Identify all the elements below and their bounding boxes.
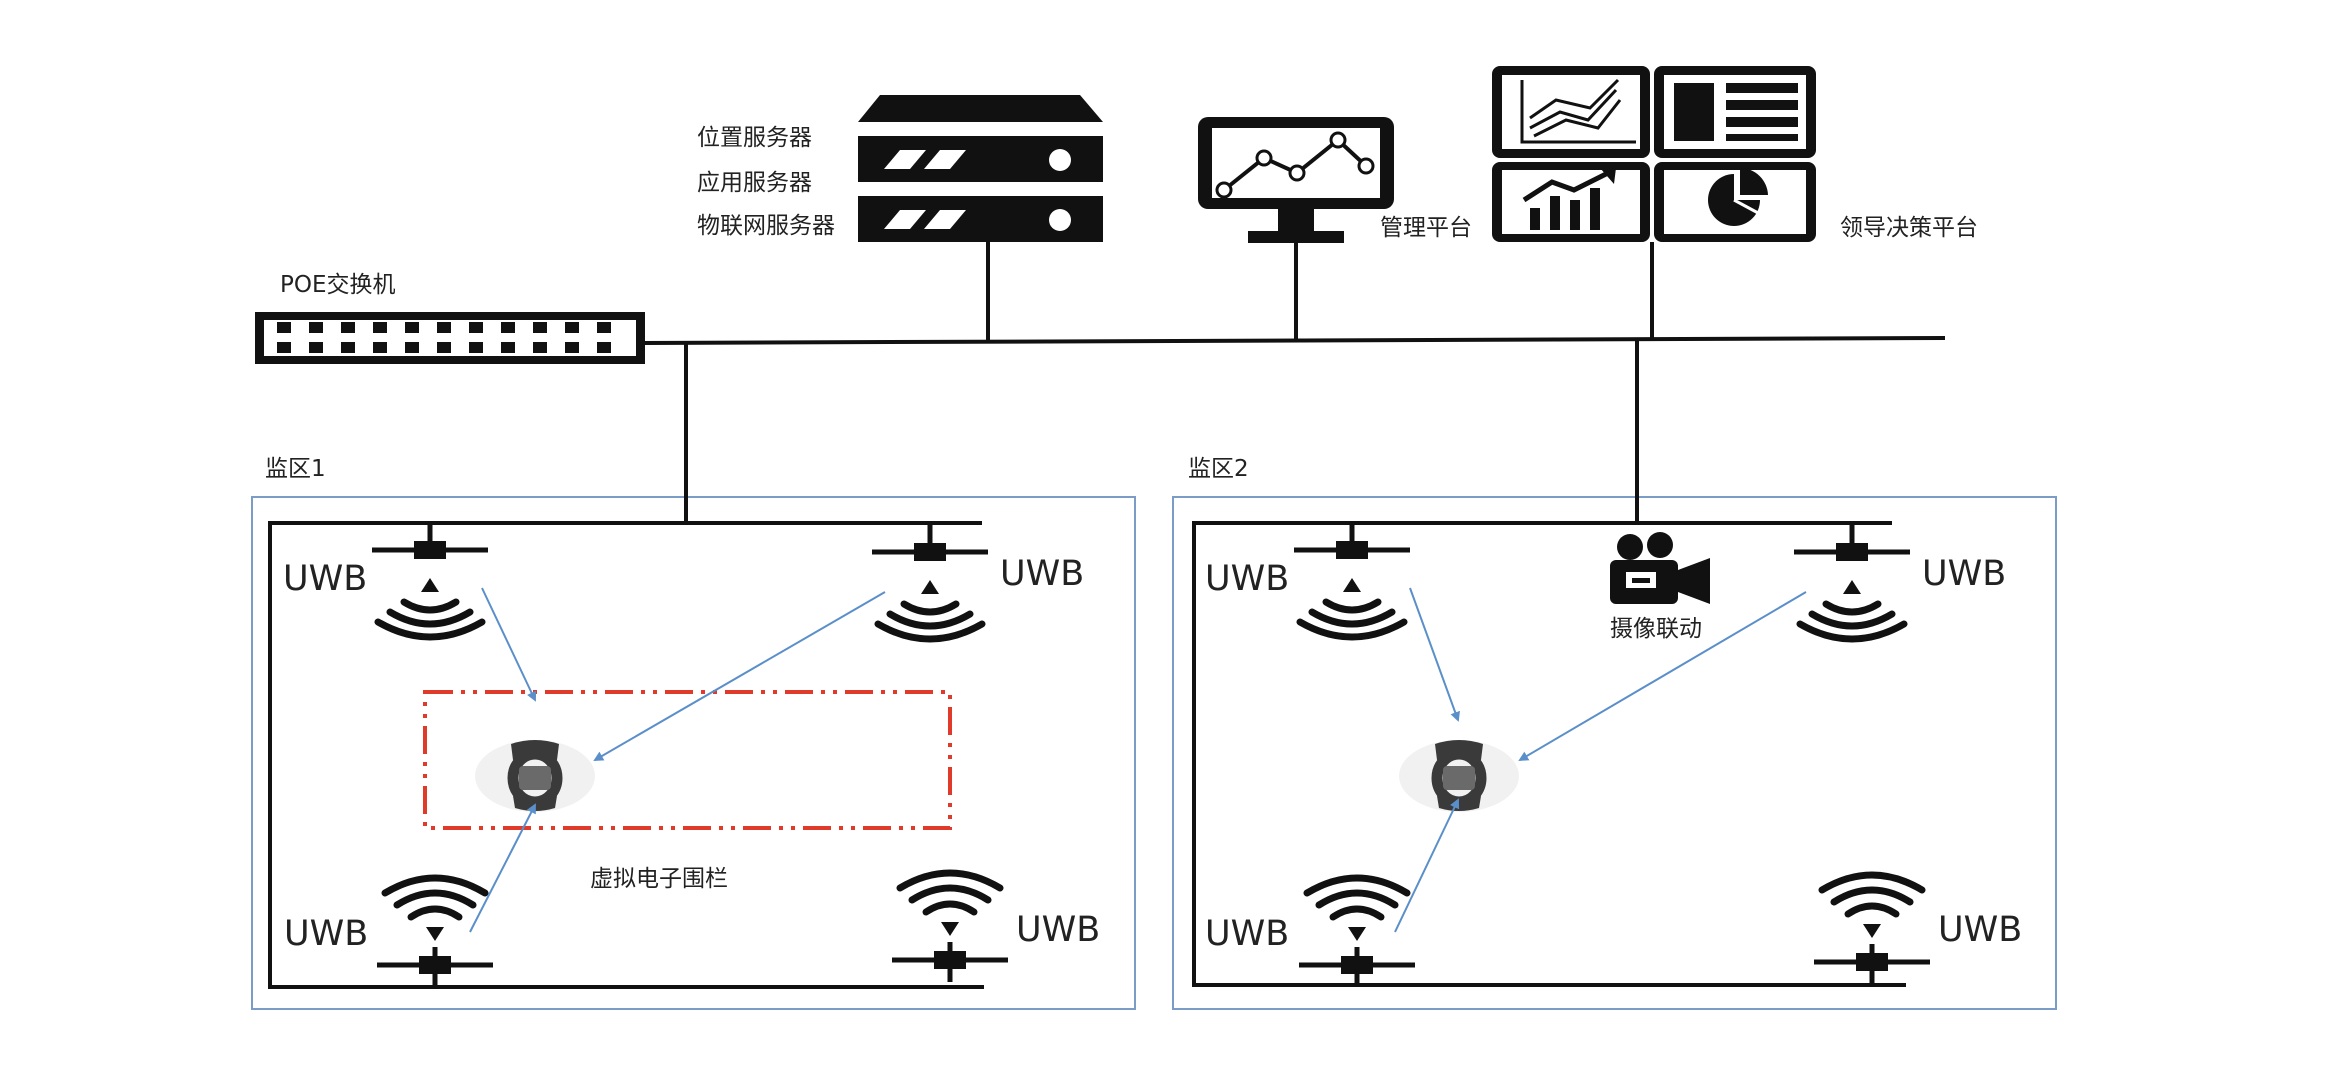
virtual-fence-label: 虚拟电子围栏 — [590, 866, 728, 892]
leadership-platform-label: 领导决策平台 — [1840, 215, 1978, 241]
zone2-boundary — [1172, 496, 2057, 1010]
signal-arrow — [481, 587, 537, 702]
backbone-line — [644, 336, 1946, 345]
zone1-label: 监区1 — [265, 456, 326, 482]
network-switch-icon — [255, 312, 645, 364]
server-label-iot: 物联网服务器 — [697, 213, 835, 239]
zone1-anchor-label-bl: UWB — [284, 914, 368, 954]
wristband-tag-icon — [475, 740, 595, 812]
virtual-fence — [423, 690, 952, 830]
signal-arrow — [593, 591, 886, 762]
server-label-location: 位置服务器 — [697, 125, 812, 151]
zone1-boundary — [251, 496, 1136, 1010]
zone2-label: 监区2 — [1188, 456, 1249, 482]
monitor-chart-icon — [1198, 117, 1394, 243]
uwb-anchor-icon — [892, 873, 1008, 982]
camera-link-label: 摄像联动 — [1610, 616, 1702, 642]
switch-label: POE交换机 — [280, 272, 396, 298]
dashboard-icon — [1492, 66, 1816, 242]
server-label-application: 应用服务器 — [697, 170, 812, 196]
signal-arrow — [469, 803, 536, 933]
uwb-anchor-icon — [1814, 875, 1930, 984]
zone1-anchor-label-br: UWB — [1016, 910, 1100, 950]
uwb-anchor-icon — [1299, 878, 1415, 987]
management-platform-label: 管理平台 — [1380, 215, 1472, 241]
zone2-anchor-label-tl: UWB — [1205, 559, 1289, 599]
zone1-anchor-label-tl: UWB — [283, 559, 367, 599]
video-camera-icon — [1610, 532, 1710, 604]
zone2-anchor-label-tr: UWB — [1922, 554, 2006, 594]
uwb-anchor-icon — [1794, 532, 1910, 639]
uwb-anchor-icon — [377, 878, 493, 987]
zone1-cabling — [268, 521, 984, 989]
server-rack-icon — [858, 95, 1103, 242]
uwb-anchor-icon — [372, 530, 488, 637]
signal-arrow — [1394, 798, 1460, 933]
zone1-anchor-label-tr: UWB — [1000, 554, 1084, 594]
uwb-anchor-icon — [872, 532, 988, 639]
zone2-anchor-label-br: UWB — [1938, 910, 2022, 950]
signal-arrow — [1409, 587, 1460, 722]
signal-arrow — [1518, 591, 1807, 762]
zone2-cabling — [1192, 521, 1906, 987]
wristband-tag-icon — [1399, 740, 1519, 812]
uwb-anchor-icon — [1294, 530, 1410, 637]
zone2-anchor-label-bl: UWB — [1205, 914, 1289, 954]
